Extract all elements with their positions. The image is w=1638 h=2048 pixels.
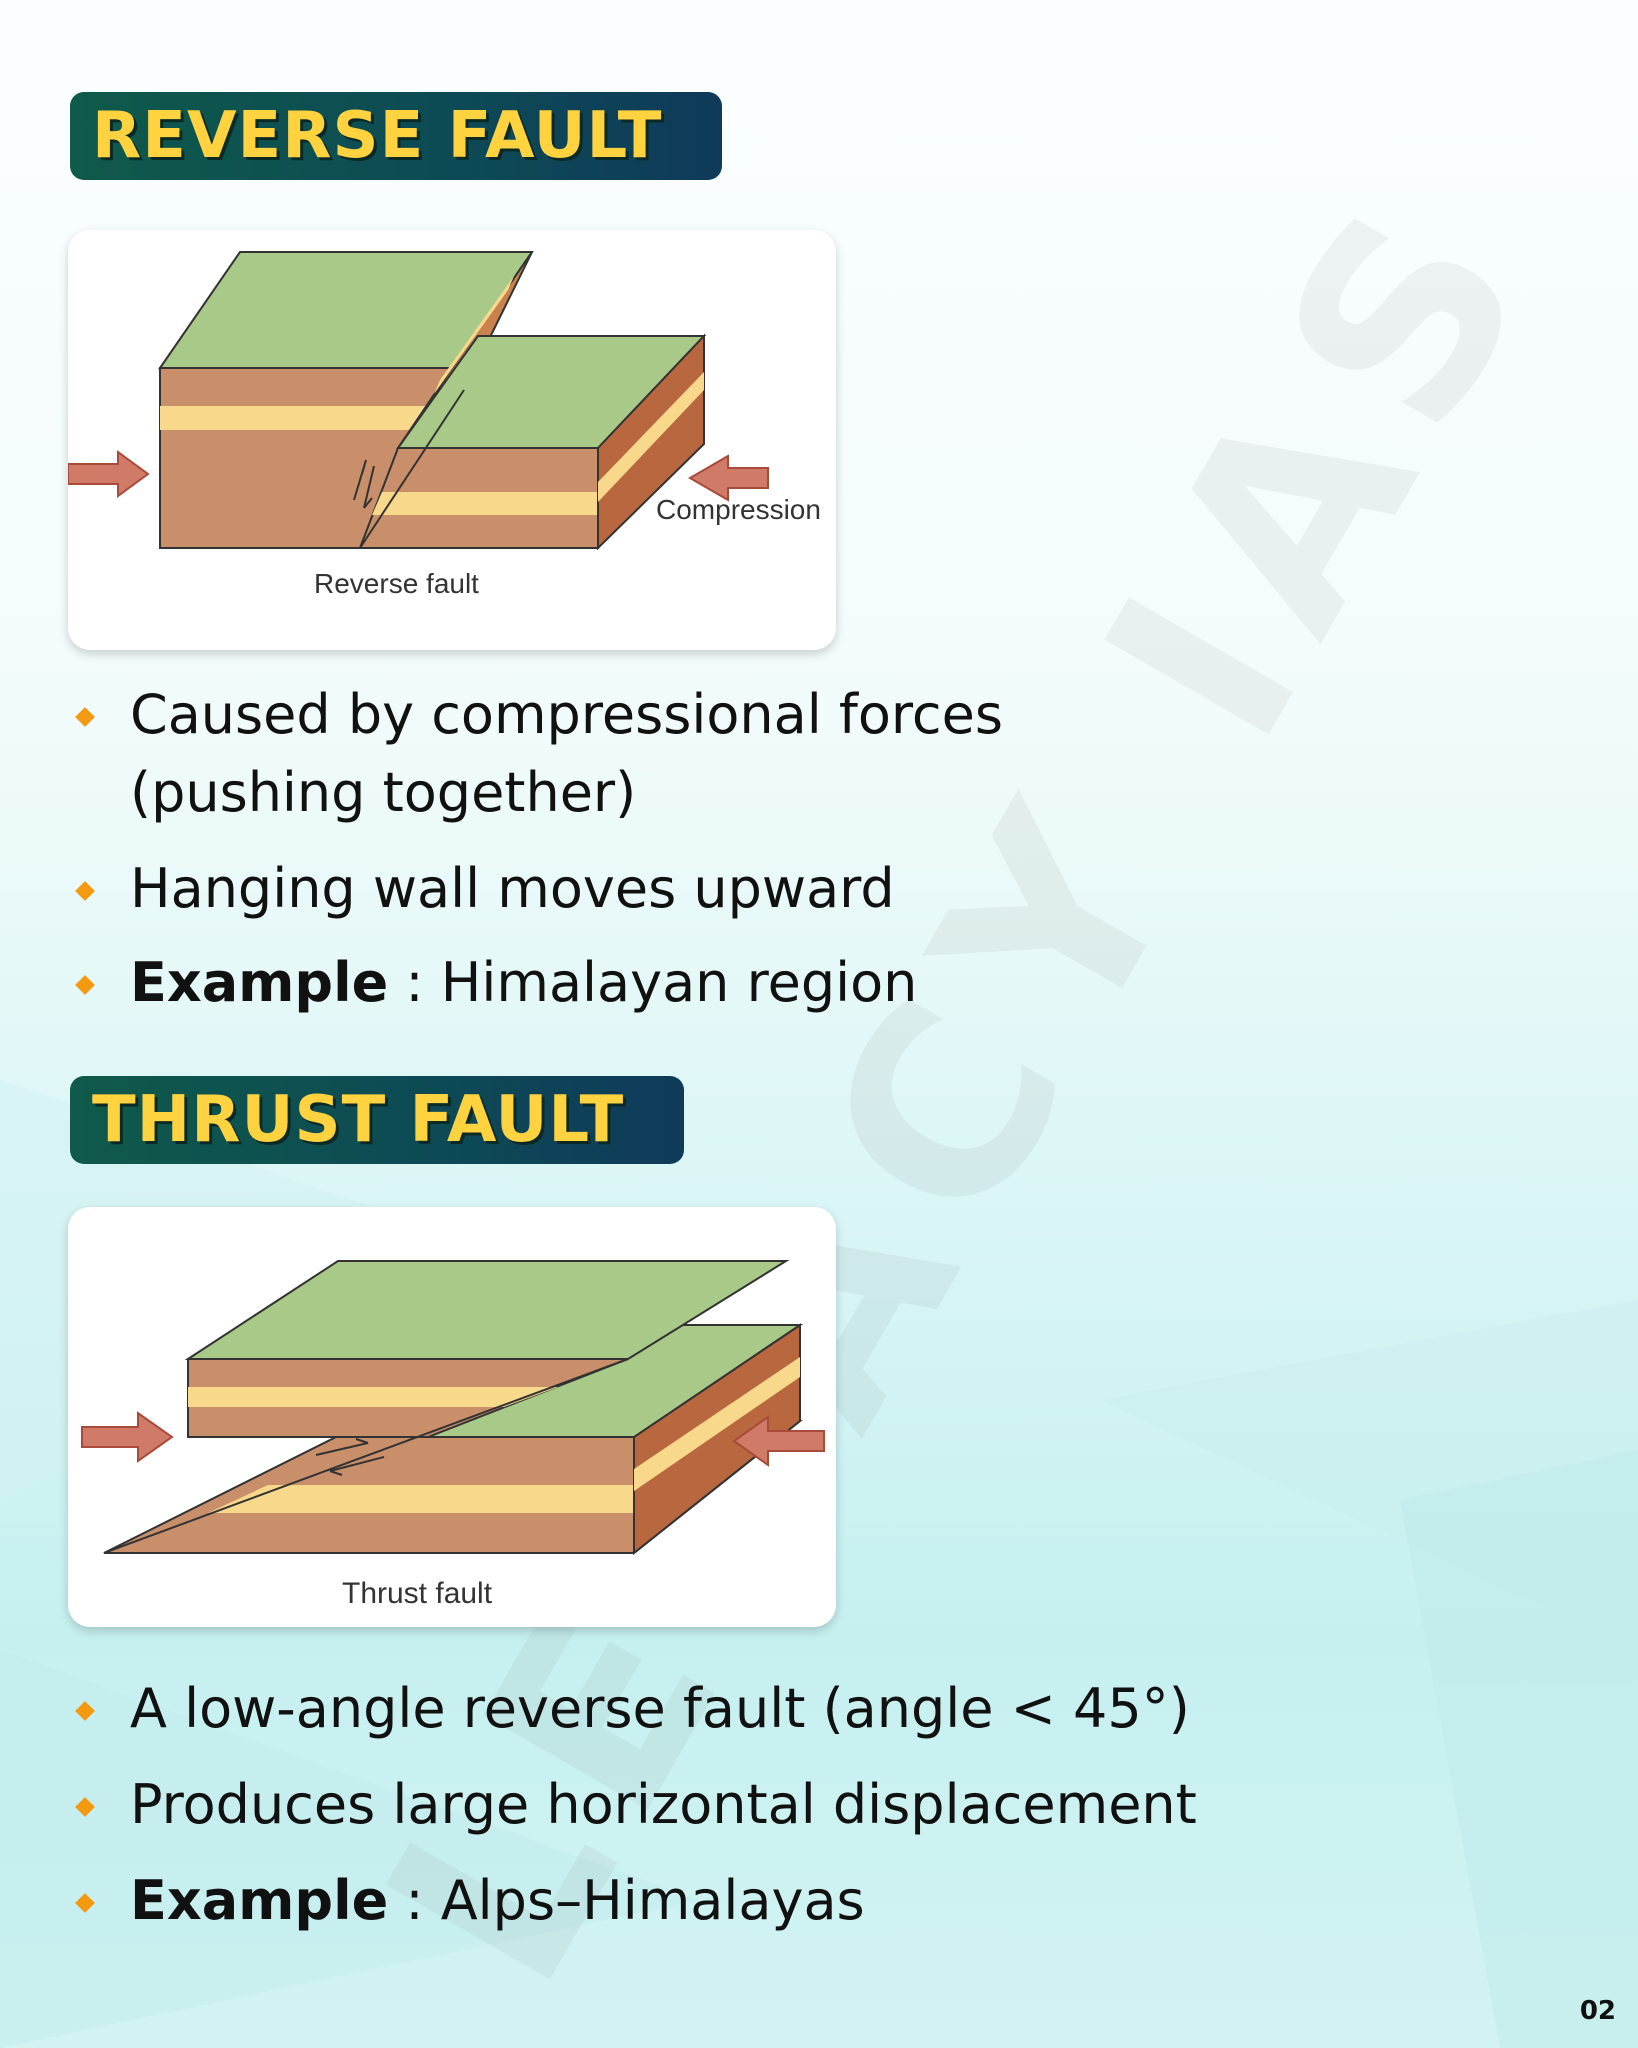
bullet-text-continued: (pushing together) bbox=[130, 761, 637, 824]
bullet-item: Hanging wall moves upward bbox=[70, 850, 1003, 928]
bullet-diamond-icon bbox=[75, 975, 95, 995]
section-title: REVERSE FAULT bbox=[92, 99, 663, 173]
reverse-fault-bullets: Caused by compressional forces (pushing … bbox=[70, 676, 1003, 1022]
bullet-diamond-icon bbox=[75, 707, 95, 727]
bullet-bold-label: Example bbox=[130, 1869, 389, 1932]
section-title-banner: REVERSE FAULT bbox=[70, 92, 722, 180]
diagram-force-label: Compression bbox=[656, 494, 821, 525]
bullet-text: A low-angle reverse fault (angle < 45°) bbox=[130, 1677, 1190, 1740]
bullet-text: Produces large horizontal displacement bbox=[130, 1773, 1197, 1836]
bullet-text: : Himalayan region bbox=[388, 951, 918, 1014]
bullet-item: Produces large horizontal displacement bbox=[70, 1766, 1197, 1844]
bullet-diamond-icon bbox=[75, 1701, 95, 1721]
bullet-diamond-icon bbox=[75, 1893, 95, 1913]
diagram-caption: Thrust fault bbox=[342, 1577, 493, 1610]
bullet-text: Hanging wall moves upward bbox=[130, 857, 895, 920]
bullet-bold-label: Example bbox=[130, 951, 389, 1014]
thrust-fault-bullets: A low-angle reverse fault (angle < 45°) … bbox=[70, 1670, 1197, 1940]
page-number: 02 bbox=[1579, 1996, 1616, 2026]
bullet-diamond-icon bbox=[75, 1797, 95, 1817]
section-title: THRUST FAULT bbox=[92, 1083, 625, 1157]
bullet-diamond-icon bbox=[75, 881, 95, 901]
bullet-text: Caused by compressional forces bbox=[130, 683, 1003, 746]
bullet-item: Example : Alps–Himalayas bbox=[70, 1862, 1197, 1940]
bullet-item: Caused by compressional forces (pushing … bbox=[70, 676, 1003, 832]
bullet-text: : Alps–Himalayas bbox=[388, 1869, 865, 1932]
bullet-item: A low-angle reverse fault (angle < 45°) bbox=[70, 1670, 1197, 1748]
reverse-fault-diagram: Compression Reverse fault bbox=[68, 230, 836, 650]
thrust-fault-illustration bbox=[81, 1260, 825, 1556]
bullet-item: Example : Himalayan region bbox=[70, 944, 1003, 1022]
diagram-caption: Reverse fault bbox=[314, 568, 479, 599]
thrust-fault-diagram: Thrust fault bbox=[68, 1207, 836, 1627]
section-title-banner: THRUST FAULT bbox=[70, 1076, 684, 1164]
reverse-fault-illustration bbox=[68, 251, 769, 551]
